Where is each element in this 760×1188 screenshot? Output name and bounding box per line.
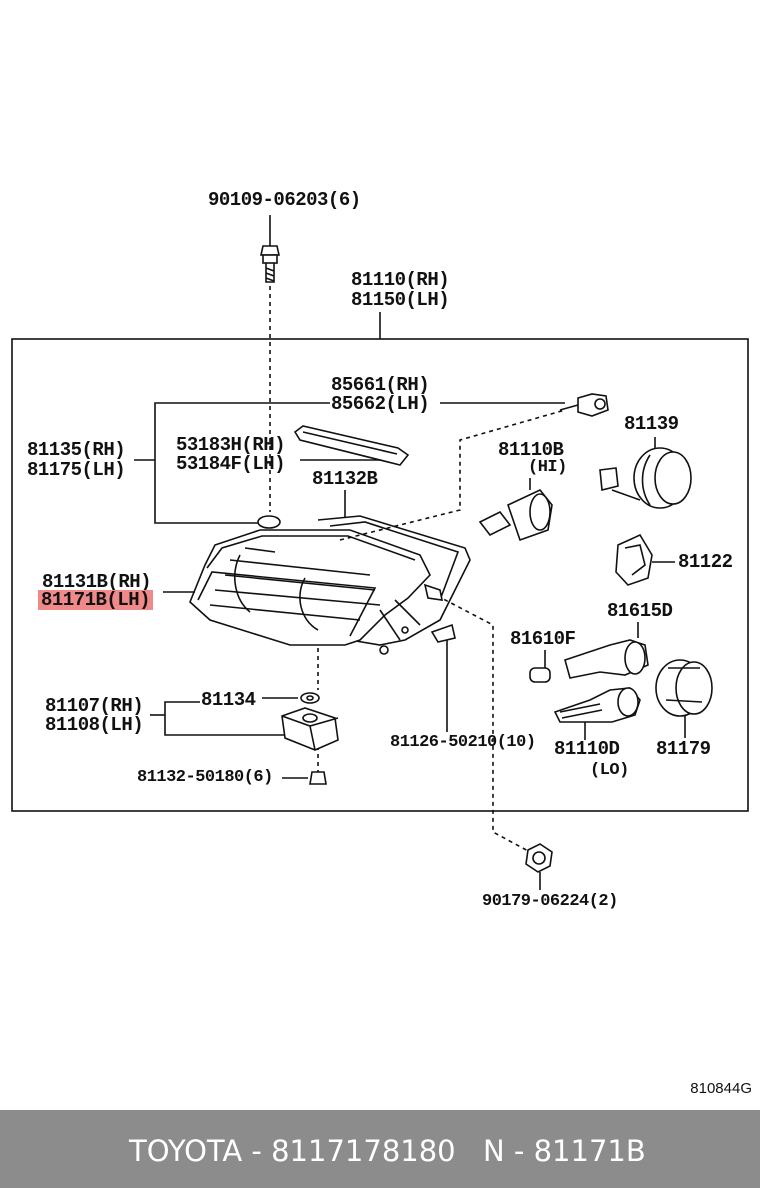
retainer-81122-icon [615, 533, 675, 586]
label-adjuster-lh: 81108(LH) [45, 714, 144, 736]
label-clip: 81126-50210(10) [390, 733, 536, 752]
label-bolt-top: 90109-06203(6) [208, 189, 361, 211]
label-lens-lh-highlighted: 81171B(LH) [38, 590, 154, 610]
label-bulb-lo: 81110D [554, 738, 620, 760]
adjuster-icon [281, 707, 339, 751]
lo-beam-holder-icon [564, 639, 649, 679]
washer-81134-icon [300, 692, 320, 704]
side-marker-bulb-icon [559, 393, 609, 417]
label-socket: 81139 [624, 413, 679, 435]
label-assembly-rh: 81110(RH) [351, 269, 450, 291]
clip-icon [430, 623, 456, 643]
label-bulb-hi: 81110B [498, 439, 564, 461]
small-bulb-icon [529, 667, 551, 683]
label-lens-rh: 81131B(RH) [42, 571, 152, 593]
cap-81179-icon [655, 659, 713, 738]
label-adjuster-rh: 81107(RH) [45, 695, 144, 717]
label-washer: 81134 [201, 689, 256, 711]
label-retainer: 81122 [678, 551, 733, 573]
label-seal-rh: 85661(RH) [331, 374, 430, 396]
label-nut: 81132-50180(6) [137, 768, 273, 787]
socket-81139-icon [599, 437, 692, 509]
lo-beam-bulb-icon [553, 687, 641, 740]
label-cap: 81179 [656, 738, 711, 760]
label-bracket-rh: 81135(RH) [27, 439, 126, 461]
label-housing: 81132B [312, 468, 378, 490]
label-seal-lh: 85662(LH) [331, 393, 430, 415]
footer-part-number: TOYOTA - 8117178180 [129, 1134, 456, 1168]
footer-reference-number: N - 81171B [483, 1134, 646, 1168]
hi-beam-bulb-icon [478, 478, 553, 542]
screw-icon [423, 583, 444, 601]
label-bulb-lo-note: (LO) [590, 761, 629, 780]
nut-icon [309, 771, 327, 785]
figure-id: 810844G [690, 1080, 752, 1097]
headlamp-housing-icon [189, 515, 471, 655]
label-holder: 81615D [607, 600, 673, 622]
label-bolt-bottom: 90179-06224(2) [482, 892, 618, 911]
exploded-parts-diagram [11, 215, 749, 890]
flange-nut-icon [525, 843, 553, 873]
label-cover-rh: 53183H(RH) [176, 434, 286, 456]
label-bracket-lh: 81175(LH) [27, 459, 126, 481]
bolt-top-icon [260, 215, 280, 283]
label-assembly-lh: 81150(LH) [351, 289, 450, 311]
label-cover-lh: 53184F(LH) [176, 453, 286, 475]
label-bulb-small: 81610F [510, 628, 576, 650]
part-footer-bar: TOYOTA - 8117178180 N - 81171B [0, 1110, 760, 1188]
label-bulb-hi-note: (HI) [528, 458, 567, 477]
